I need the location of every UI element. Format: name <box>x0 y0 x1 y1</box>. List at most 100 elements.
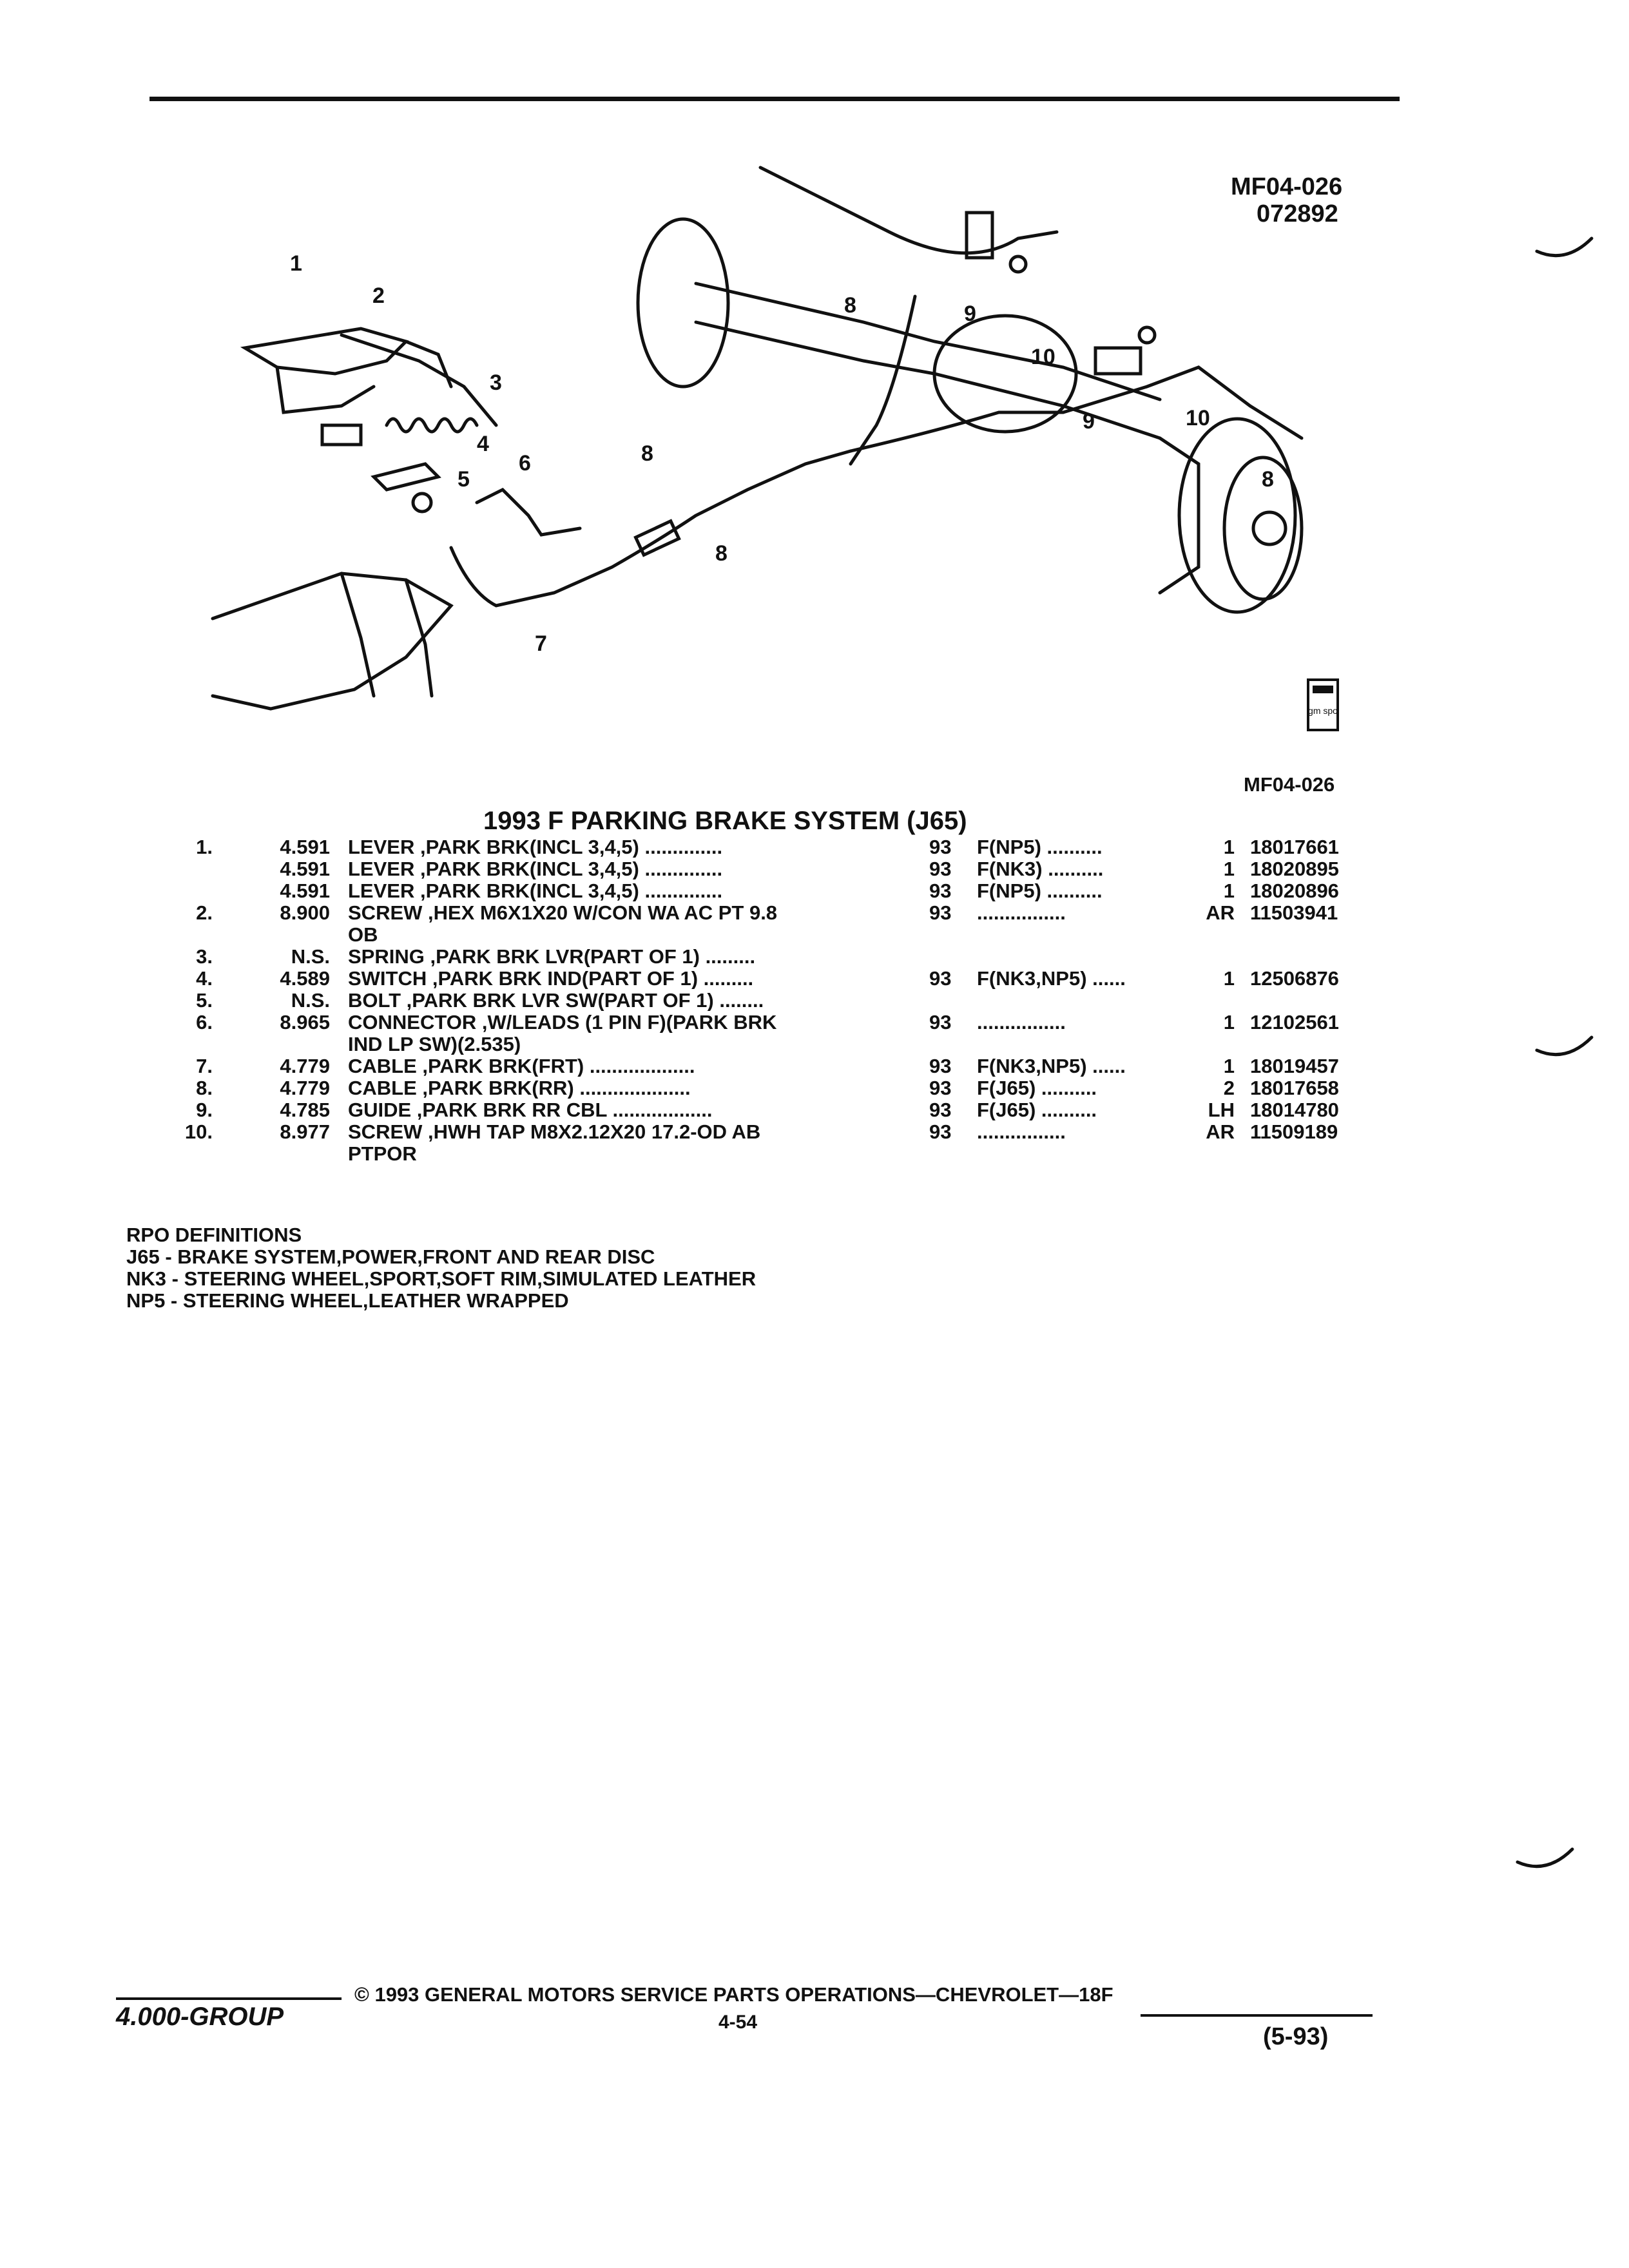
cell-desc: LEVER ,PARK BRK(INCL 3,4,5) ............… <box>348 858 723 879</box>
cell-desc: CABLE ,PARK BRK(RR) .................... <box>348 1077 691 1099</box>
rpo-item-j65: J65 - BRAKE SYSTEM,POWER,FRONT AND REAR … <box>126 1245 655 1268</box>
callout-2: 2 <box>372 284 385 308</box>
callout-9b: 9 <box>1083 409 1095 434</box>
switch <box>371 462 441 492</box>
cell-yr: 93 <box>929 1120 952 1143</box>
cell-desc: SPRING ,PARK BRK LVR(PART OF 1) ........… <box>348 946 756 967</box>
edition-date: (5-93) <box>1263 2023 1329 2050</box>
cell-qty: AR <box>1206 901 1235 924</box>
cell-rpo: ................ <box>977 1012 1066 1033</box>
cell-rpo: ................ <box>977 1121 1066 1142</box>
cell-desc: GUIDE ,PARK BRK RR CBL .................… <box>348 1099 713 1120</box>
cell-num: 6. <box>196 1011 213 1033</box>
page-title: 1993 F PARKING BRAKE SYSTEM (J65) <box>483 807 967 835</box>
cell-code: N.S. <box>291 945 330 968</box>
cell-num: 7. <box>196 1055 213 1077</box>
table-row: OB <box>161 924 1398 946</box>
rear-cable-left <box>758 166 1059 255</box>
cell-rpo: F(J65) .......... <box>977 1077 1097 1099</box>
cell-qty: 1 <box>1223 967 1235 990</box>
scan-mark-1 <box>1535 236 1594 258</box>
cell-num: 4. <box>196 967 213 990</box>
table-row: PTPOR <box>161 1143 1398 1165</box>
cell-desc: IND LP SW)(2.535) <box>348 1033 521 1055</box>
callout-8a: 8 <box>844 293 856 318</box>
connector <box>475 487 582 537</box>
cell-desc: LEVER ,PARK BRK(INCL 3,4,5) ............… <box>348 880 723 901</box>
cell-rpo: F(NK3) .......... <box>977 858 1104 879</box>
cell-desc: OB <box>348 924 378 945</box>
scan-mark-2 <box>1535 1035 1594 1057</box>
parking-brake-diagram: 1 2 3 4 5 6 7 8 8 8 8 9 9 10 10 gm spo <box>211 166 1339 731</box>
cell-desc: BOLT ,PARK BRK LVR SW(PART OF 1) .......… <box>348 990 764 1011</box>
cell-qty: 1 <box>1223 858 1235 880</box>
cell-yr: 93 <box>929 967 952 990</box>
cell-pn: 18017658 <box>1250 1077 1339 1099</box>
cell-code: 4.589 <box>280 967 330 990</box>
cell-num: 8. <box>196 1077 213 1099</box>
cell-num: 10. <box>184 1120 213 1143</box>
cell-code: 4.591 <box>280 836 330 858</box>
callout-10a: 10 <box>1031 345 1055 369</box>
cell-pn: 18020896 <box>1250 879 1339 902</box>
table-row: IND LP SW)(2.535) <box>161 1033 1398 1055</box>
cell-qty: 1 <box>1223 1055 1235 1077</box>
cell-pn: 12102561 <box>1250 1011 1339 1033</box>
table-row: 4.591 LEVER ,PARK BRK(INCL 3,4,5) .......… <box>161 880 1398 902</box>
page-number: 4-54 <box>718 2012 758 2033</box>
cell-pn: 11509189 <box>1250 1120 1338 1143</box>
cell-yr: 93 <box>929 858 952 880</box>
cell-qty: 1 <box>1223 836 1235 858</box>
cell-pn: 18017661 <box>1250 836 1339 858</box>
cell-desc: CONNECTOR ,W/LEADS (1 PIN F)(PARK BRK <box>348 1012 777 1033</box>
table-row: 1. 4.591 LEVER ,PARK BRK(INCL 3,4,5) .....… <box>161 836 1398 858</box>
front-cable <box>449 449 853 608</box>
figure-code-top: MF04-026 <box>1231 173 1343 200</box>
cell-qty: AR <box>1206 1120 1235 1143</box>
callout-10b: 10 <box>1186 406 1210 430</box>
cell-num: 3. <box>196 945 213 968</box>
gm-spo-logo: gm spo <box>1307 678 1339 731</box>
footer-rule-right <box>1141 2014 1373 2017</box>
table-row: 5. N.S. BOLT ,PARK BRK LVR SW(PART OF 1) .… <box>161 990 1398 1012</box>
cell-num: 5. <box>196 989 213 1012</box>
cell-yr: 93 <box>929 1055 952 1077</box>
cell-code: 8.900 <box>280 901 330 924</box>
callout-9a: 9 <box>964 302 976 326</box>
cell-pn: 18020895 <box>1250 858 1339 880</box>
logo-text: gm spo <box>1308 706 1338 716</box>
spring <box>385 417 479 434</box>
cell-desc: PTPOR <box>348 1143 417 1164</box>
cell-code: 4.779 <box>280 1055 330 1077</box>
rear-cable-right <box>849 365 1304 453</box>
cell-desc: LEVER ,PARK BRK(INCL 3,4,5) ............… <box>348 836 723 858</box>
callout-6: 6 <box>519 451 531 476</box>
rpo-item-np5: NP5 - STEERING WHEEL,LEATHER WRAPPED <box>126 1289 569 1312</box>
bolt <box>411 492 433 514</box>
footer-rule-left <box>116 1997 342 2000</box>
scan-mark-3 <box>1516 1847 1574 1869</box>
cell-rpo: F(NP5) .......... <box>977 880 1103 901</box>
cell-code: N.S. <box>291 989 330 1012</box>
callout-1: 1 <box>290 251 302 276</box>
cell-yr: 93 <box>929 1077 952 1099</box>
cell-code: 4.591 <box>280 879 330 902</box>
callout-8d: 8 <box>1262 467 1274 492</box>
callout-8b: 8 <box>641 441 653 466</box>
cell-qty: LH <box>1208 1099 1235 1121</box>
cell-num: 1. <box>196 836 213 858</box>
callout-3: 3 <box>490 370 502 395</box>
cell-rpo: F(J65) .......... <box>977 1099 1097 1120</box>
cell-yr: 93 <box>929 1099 952 1121</box>
cell-qty: 1 <box>1223 1011 1235 1033</box>
rear-axle <box>636 217 1304 614</box>
callout-4: 4 <box>477 432 489 456</box>
cell-num: 2. <box>196 901 213 924</box>
cell-yr: 93 <box>929 879 952 902</box>
